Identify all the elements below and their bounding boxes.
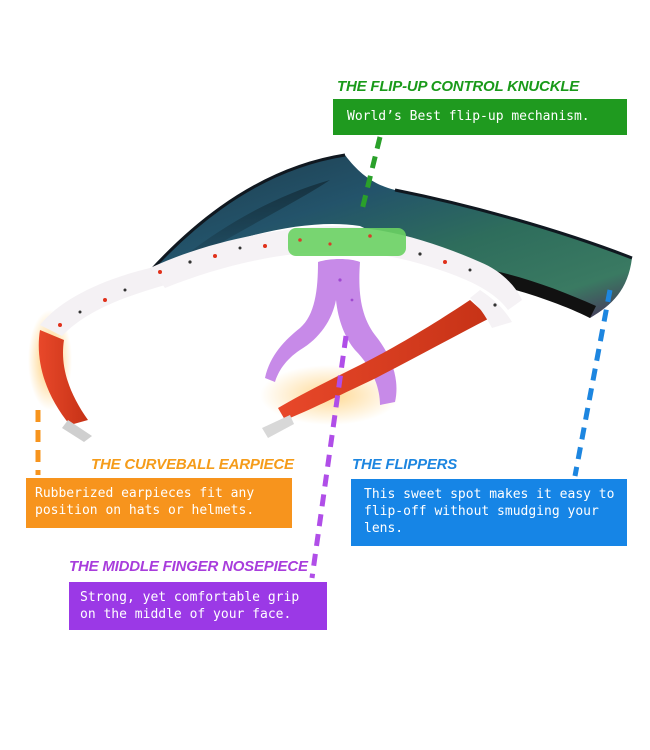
nosepiece xyxy=(265,259,397,405)
flippers-description: This sweet spot makes it easy to flip-of… xyxy=(351,479,627,546)
earpiece-title: THE CURVEBALL EARPIECE xyxy=(91,456,294,473)
earpiece-description: Rubberized earpieces fit any position on… xyxy=(26,478,292,528)
control-knuckle xyxy=(288,228,406,256)
left-arm xyxy=(40,268,165,336)
frame xyxy=(150,226,522,310)
flippers-title: THE FLIPPERS xyxy=(352,456,458,473)
nosepiece-description: Strong, yet comfortable grip on the midd… xyxy=(69,582,327,630)
nosepiece-leader xyxy=(309,335,349,579)
knuckle-title: THE FLIP-UP CONTROL KNUCKLE xyxy=(337,78,580,95)
knuckle-leader xyxy=(359,136,383,211)
right-arm xyxy=(278,300,490,420)
flippers-leader xyxy=(572,289,613,477)
speckle-pattern xyxy=(58,234,497,327)
knuckle-description: World’s Best flip-up mechanism. xyxy=(333,99,627,135)
nosepiece-title: THE MIDDLE FINGER NOSEPIECE xyxy=(69,558,308,575)
